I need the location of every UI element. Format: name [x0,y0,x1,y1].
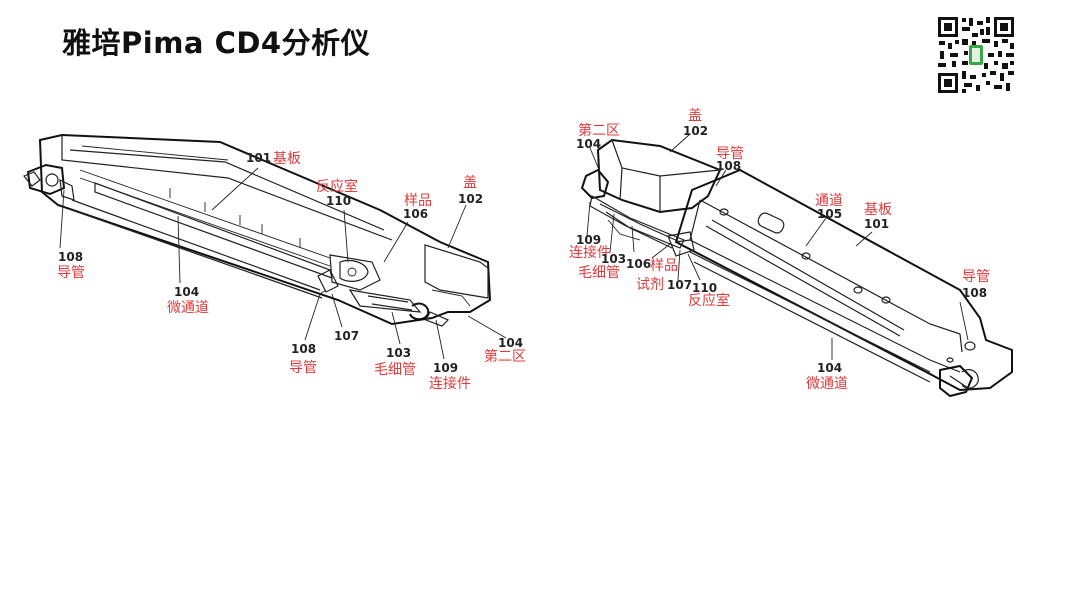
right-label-106-num: 106 [626,257,651,271]
left-label-103-num: 103 [386,346,411,360]
left-label-104-text: 微通道 [167,300,209,316]
right-label-107-num: 107 [667,278,692,292]
right-label-109-text: 连接件 [569,244,611,261]
left-label-110-text: 反应室 [316,178,358,195]
left-label-104b-num: 104 [498,336,523,350]
left-label-101-num: 101 [246,151,271,165]
right-label-106-text: 样品 [650,258,678,274]
right-label-108-text: 导管 [716,146,744,162]
left-label-108-num: 108 [58,250,83,264]
left-device-drawing [23,133,507,360]
right-label-103-num: 103 [601,252,626,266]
right-label-102-num: 102 [683,124,708,138]
left-label-104-num: 104 [174,285,199,299]
right-label-102-text: 盖 [688,108,702,124]
right-label-101-text: 基板 [864,201,892,218]
left-label-106-num: 106 [403,207,428,221]
left-label-103-text: 毛细管 [374,362,416,378]
right-label-108b-num: 108 [962,286,987,300]
qr-code [936,15,1016,95]
left-label-102-text: 盖 [463,175,477,191]
right-label-109-num: 109 [576,233,601,247]
right-label-105-text: 通道 [815,193,843,209]
page-title: 雅培Pima CD4分析仪 [62,26,371,60]
right-label-108b-text: 导管 [962,269,990,285]
left-label-108b-num: 108 [291,342,316,356]
left-label-109-text: 连接件 [429,375,471,392]
left-label-110-num: 110 [326,194,351,208]
right-label-110-text: 反应室 [688,292,730,309]
left-label-104b-text: 第二区 [484,348,526,365]
left-label-107-num: 107 [334,329,359,343]
right-label-104-num: 104 [576,137,601,151]
right-label-101-num: 101 [864,217,889,231]
right-label-110-num: 110 [692,281,717,295]
left-label-102-num: 102 [458,192,483,206]
right-label-108-num: 108 [716,159,741,173]
left-label-108b-text: 导管 [289,360,317,376]
right-label-104b-num: 104 [817,361,842,375]
right-label-103-text: 毛细管 [578,265,620,281]
right-device-drawing [580,133,1013,398]
left-label-108-text: 导管 [57,265,85,281]
left-label-106-text: 样品 [404,193,432,209]
right-label-104-text: 第二区 [578,122,620,139]
right-label-105-num: 105 [817,207,842,221]
left-label-101-text: 基板 [273,150,301,167]
right-label-104b-text: 微通道 [806,376,848,392]
left-label-109-num: 109 [433,361,458,375]
right-label-107-text: 试剂 [636,277,664,293]
